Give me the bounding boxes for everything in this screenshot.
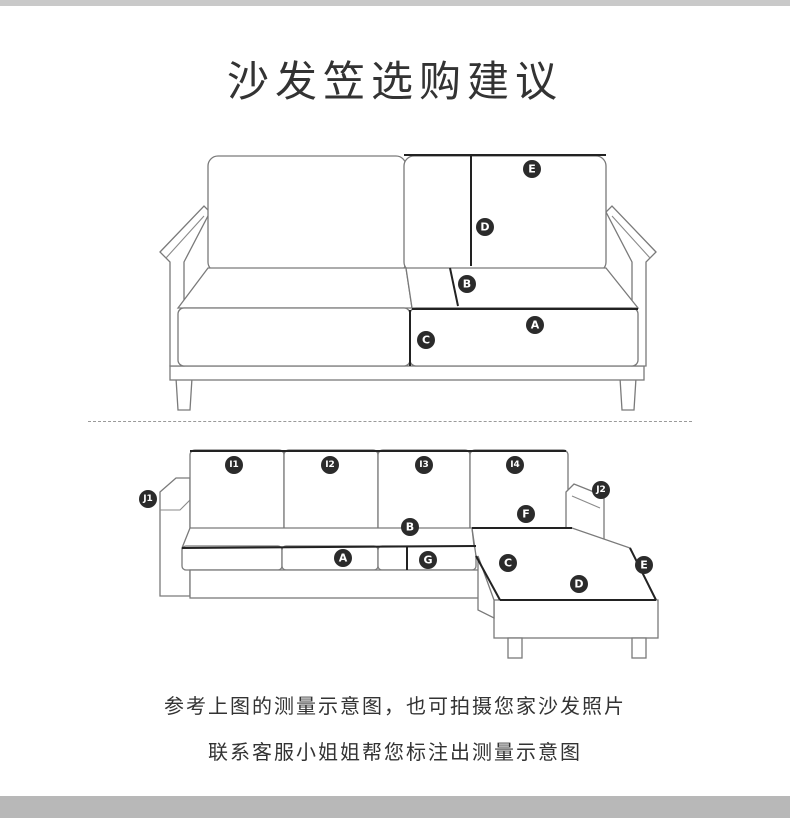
marker-upper-c: C [417,331,435,349]
marker-lower-b: B [401,518,419,536]
marker-text: E [640,559,648,572]
left-arm-block [159,477,191,597]
marker-lower-f: F [517,505,535,523]
armrest-detail [611,215,651,259]
measure-line-e-lower [629,547,657,601]
caption-line-1: 参考上图的测量示意图，也可拍摄您家沙发照片 [164,694,626,718]
sofa-leg [619,377,637,411]
marker-upper-a: A [526,316,544,334]
lower-sofa [159,449,659,659]
upper-sofa [159,154,657,411]
marker-lower-i2: I2 [321,456,339,474]
marker-text: D [574,578,583,591]
measure-line-b [449,267,459,307]
marker-text: I2 [325,460,335,470]
page-title: 沙发笠选购建议 [226,57,563,106]
marker-text: A [531,319,540,332]
caption-line-2: 联系客服小姐姐帮您标注出测量示意图 [208,740,582,764]
marker-text: J1 [142,494,153,504]
marker-text: I3 [419,460,429,470]
sofa-base [169,365,645,381]
section-divider [88,421,692,422]
seat-front-right [409,307,639,367]
seat-front-left [177,307,411,367]
marker-lower-i3: I3 [415,456,433,474]
marker-lower-i1: I1 [225,456,243,474]
marker-text: G [423,554,432,567]
chaise-leg [507,637,523,659]
measure-line-a-lower [181,545,477,549]
chaise-side [477,555,495,620]
seat-front-1 [181,545,283,571]
marker-lower-i4: I4 [506,456,524,474]
marker-lower-c: C [499,554,517,572]
seat-top [181,527,475,549]
chaise-leg [631,637,647,659]
marker-text: C [422,334,430,347]
arm-detail [160,499,191,511]
sofa-leg [175,377,193,411]
marker-upper-b: B [458,275,476,293]
marker-lower-j2: J2 [592,481,610,499]
armrest-detail [165,215,205,259]
marker-text: B [406,521,414,534]
marker-text: C [504,557,512,570]
marker-text: B [463,278,471,291]
lower-base [189,569,481,599]
marker-text: F [522,508,530,521]
measure-line-c-lower [475,555,501,601]
marker-text: I1 [229,460,239,470]
back-cushion-right [403,155,607,273]
marker-lower-a: A [334,549,352,567]
back-cushion-left [207,155,407,273]
marker-upper-e: E [523,160,541,178]
marker-upper-d: D [476,218,494,236]
marker-lower-d: D [570,575,588,593]
chaise-front [493,599,659,639]
top-border [0,0,790,6]
marker-text: J2 [595,485,606,495]
marker-text: I4 [510,460,520,470]
marker-lower-g: G [419,551,437,569]
seat-top-right [405,267,640,309]
seat-front-2 [281,545,379,571]
marker-lower-e: E [635,556,653,574]
marker-text: A [339,552,348,565]
marker-lower-j1: J1 [139,490,157,508]
seat-top-left [176,267,413,309]
marker-text: D [480,221,489,234]
marker-text: E [528,163,536,176]
arm-detail [571,495,601,509]
bottom-border [0,796,790,818]
